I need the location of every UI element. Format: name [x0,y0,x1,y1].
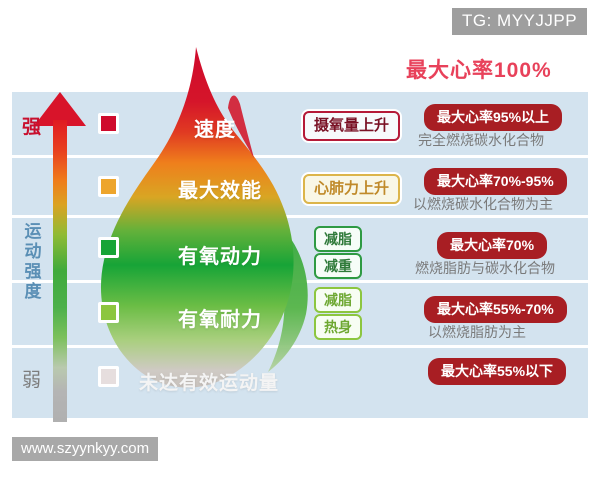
intensity-axis-arrow [34,92,86,422]
hr-desc-speed: 完全燃烧碳水化合物 [418,132,544,148]
zone-name-speed: 速度 [194,119,236,141]
zone-swatch-aerobic-endurance[interactable] [98,302,119,323]
hr-badge-speed[interactable]: 最大心率95%以上 [424,104,563,131]
top-watermark: TG: MYYJJPP [452,8,588,35]
site-watermark: www.szyynkyy.com [12,437,159,461]
hr-badge-below-effective[interactable]: 最大心率55%以下 [428,358,567,385]
row-divider [12,345,588,348]
zone-name-aerobic-power: 有氧动力 [178,246,262,268]
zone-swatch-speed[interactable] [98,113,119,134]
page-title: 最大心率100% [406,59,552,82]
arrow-shaft [53,120,67,422]
tag-cardio-increase[interactable]: 心肺力上升 [303,174,401,204]
hr-badge-max-efficiency[interactable]: 最大心率70%-95% [424,168,567,195]
zone-name-max-efficiency: 最大效能 [178,180,262,202]
zone-name-aerobic-endurance: 有氧耐力 [178,309,262,331]
row-divider [12,155,588,158]
hr-desc-aerobic-power: 燃烧脂肪与碳水化合物 [415,260,555,276]
row-divider [12,280,588,283]
zone-swatch-max-efficiency[interactable] [98,176,119,197]
hr-desc-aerobic-endurance: 以燃烧脂肪为主 [428,324,526,340]
tag-weight-loss[interactable]: 减重 [314,253,362,279]
hr-desc-max-efficiency: 以燃烧碳水化合物为主 [413,196,553,212]
axis-label-intensity: 运动强度 [24,222,42,301]
tag-warm-up[interactable]: 热身 [314,314,362,340]
zone-swatch-aerobic-power[interactable] [98,237,119,258]
axis-label-weak: 弱 [22,370,42,391]
tag-fat-loss-power[interactable]: 减脂 [314,226,362,252]
tag-vo2-increase[interactable]: 摄氧量上升 [303,111,401,141]
axis-label-strong: 强 [22,117,42,138]
row-divider [12,215,588,218]
hr-badge-aerobic-power[interactable]: 最大心率70% [437,232,548,259]
zone-name-below-effective: 未达有效运动量 [139,373,280,394]
tag-fat-loss-endurance[interactable]: 减脂 [314,287,362,313]
hr-badge-aerobic-endurance[interactable]: 最大心率55%-70% [424,296,567,323]
zone-swatch-below-effective[interactable] [98,366,119,387]
